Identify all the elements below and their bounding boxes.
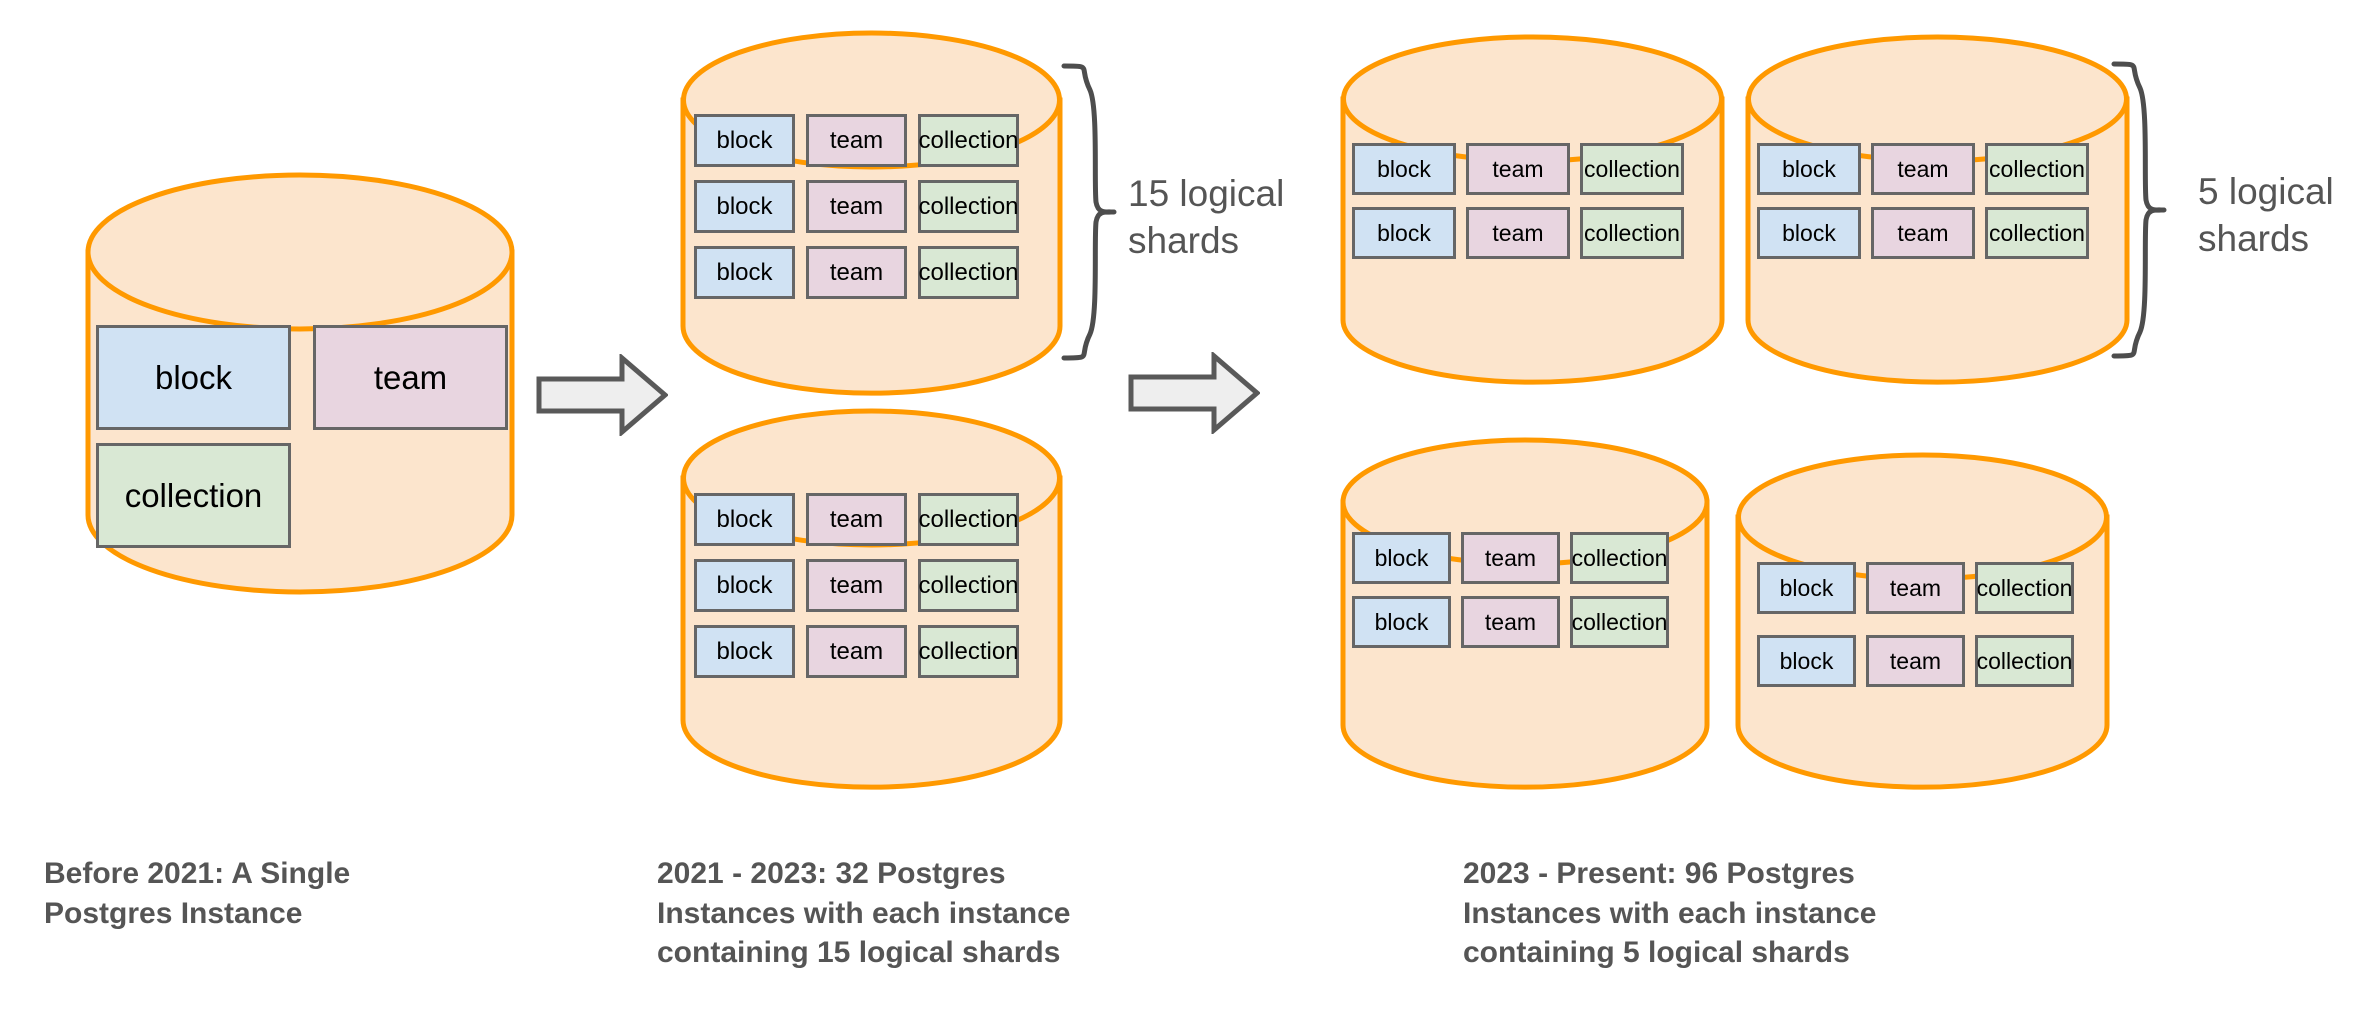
table-row: block team collection xyxy=(694,246,1019,299)
table-box-collection[interactable]: collection xyxy=(1580,207,1684,259)
table-row: block team collection xyxy=(1757,562,2074,614)
cylinder-stage3-instance4: block team collection block team collect… xyxy=(1735,452,2110,790)
table-row: block team collection xyxy=(1757,207,2089,259)
table-row: block team collection xyxy=(1352,143,1684,195)
annotation-line-2: shards xyxy=(1128,220,1240,262)
annotation-15-logical-shards: 15 logical shards xyxy=(1128,170,1328,265)
cylinder-tables: block team collection xyxy=(85,172,515,595)
table-row: block team collection xyxy=(694,493,1019,546)
cylinder-stage3-instance3: block team collection block team collect… xyxy=(1340,437,1710,790)
table-row: block team collection xyxy=(694,559,1019,612)
table-box-block[interactable]: block xyxy=(694,246,795,299)
table-box-team[interactable]: team xyxy=(806,493,907,546)
table-box-collection[interactable]: collection xyxy=(918,625,1019,678)
table-box-block[interactable]: block xyxy=(1352,532,1451,584)
cylinder-stage1-instance1: block team collection xyxy=(85,172,515,595)
table-box-team[interactable]: team xyxy=(1461,596,1560,648)
table-box-collection[interactable]: collection xyxy=(1570,596,1669,648)
table-box-collection[interactable]: collection xyxy=(918,180,1019,233)
table-box-collection[interactable]: collection xyxy=(1975,562,2074,614)
table-box-team[interactable]: team xyxy=(1866,562,1965,614)
cylinder-stage2-instance1: block team collection block team collect… xyxy=(680,30,1063,396)
arrow-stage2-to-stage3 xyxy=(1128,350,1261,436)
arrow-stage1-to-stage2 xyxy=(536,352,669,438)
caption-line-2: Instances with each instance xyxy=(657,896,1071,930)
table-box-block[interactable]: block xyxy=(1352,207,1456,259)
caption-stage-2: 2021 - 2023: 32 Postgres Instances with … xyxy=(657,854,1217,973)
table-box-team[interactable]: team xyxy=(806,246,907,299)
table-row: block team collection xyxy=(694,114,1019,167)
table-box-block[interactable]: block xyxy=(694,559,795,612)
table-row: block team collection xyxy=(1757,143,2089,195)
table-box-team[interactable]: team xyxy=(806,559,907,612)
table-row: collection xyxy=(96,443,291,548)
brace-5-shards xyxy=(2108,60,2170,360)
cylinder-tables: block team collection block team collect… xyxy=(1340,35,1725,385)
table-row: block team collection xyxy=(1757,635,2074,687)
table-row: block team collection xyxy=(694,180,1019,233)
table-box-team[interactable]: team xyxy=(1466,207,1570,259)
caption-line-1: 2021 - 2023: 32 Postgres xyxy=(657,857,1006,890)
annotation-line-1: 5 logical xyxy=(2198,171,2334,212)
table-box-team[interactable]: team xyxy=(806,114,907,167)
cylinder-tables: block team collection block team collect… xyxy=(680,30,1063,396)
table-box-team[interactable]: team xyxy=(1871,143,1975,195)
caption-line-2: Postgres Instance xyxy=(44,896,303,930)
caption-line-2: Instances with each instance xyxy=(1463,896,1877,930)
annotation-line-1: 15 logical xyxy=(1128,173,1285,214)
table-row: block team collection xyxy=(694,625,1019,678)
caption-line-1: 2023 - Present: 96 Postgres xyxy=(1463,857,1855,890)
table-box-team[interactable]: team xyxy=(1466,143,1570,195)
table-box-block[interactable]: block xyxy=(694,114,795,167)
table-box-team[interactable]: team xyxy=(1866,635,1965,687)
table-row: block team collection xyxy=(1352,207,1684,259)
table-box-collection[interactable]: collection xyxy=(918,493,1019,546)
table-box-block[interactable]: block xyxy=(1757,143,1861,195)
caption-stage-3: 2023 - Present: 96 Postgres Instances wi… xyxy=(1463,854,2043,973)
brace-15-shards xyxy=(1058,62,1120,362)
table-box-collection[interactable]: collection xyxy=(96,443,291,548)
cylinder-stage2-instance2: block team collection block team collect… xyxy=(680,408,1063,790)
cylinder-stage3-instance2: block team collection block team collect… xyxy=(1745,34,2130,385)
table-box-block[interactable]: block xyxy=(96,325,291,430)
table-box-collection[interactable]: collection xyxy=(918,114,1019,167)
caption-stage-1: Before 2021: A Single Postgres Instance xyxy=(44,854,464,933)
table-box-block[interactable]: block xyxy=(1757,207,1861,259)
table-box-block[interactable]: block xyxy=(1352,596,1451,648)
table-box-collection[interactable]: collection xyxy=(1985,207,2089,259)
caption-line-3: containing 5 logical shards xyxy=(1463,936,1850,970)
table-row: block team xyxy=(96,325,508,430)
table-row: block team collection xyxy=(1352,596,1669,648)
cylinder-stage3-instance1: block team collection block team collect… xyxy=(1340,34,1725,385)
table-box-team[interactable]: team xyxy=(806,625,907,678)
table-box-collection[interactable]: collection xyxy=(1975,635,2074,687)
table-box-collection[interactable]: collection xyxy=(1580,143,1684,195)
table-box-team[interactable]: team xyxy=(1871,207,1975,259)
table-box-block[interactable]: block xyxy=(1757,635,1856,687)
table-box-team[interactable]: team xyxy=(1461,532,1560,584)
table-box-collection[interactable]: collection xyxy=(918,246,1019,299)
table-box-collection[interactable]: collection xyxy=(1570,532,1669,584)
table-box-team[interactable]: team xyxy=(806,180,907,233)
table-box-collection[interactable]: collection xyxy=(1985,143,2089,195)
table-box-block[interactable]: block xyxy=(694,180,795,233)
table-box-block[interactable]: block xyxy=(1757,562,1856,614)
cylinder-tables: block team collection block team collect… xyxy=(1745,35,2130,385)
caption-line-3: containing 15 logical shards xyxy=(657,936,1061,970)
table-box-block[interactable]: block xyxy=(694,625,795,678)
cylinder-tables: block team collection block team collect… xyxy=(1340,440,1710,790)
table-box-team[interactable]: team xyxy=(313,325,508,430)
table-box-block[interactable]: block xyxy=(1352,143,1456,195)
table-row: block team collection xyxy=(1352,532,1669,584)
table-box-collection[interactable]: collection xyxy=(918,559,1019,612)
cylinder-tables: block team collection block team collect… xyxy=(1735,455,2110,790)
caption-line-1: Before 2021: A Single xyxy=(44,857,351,890)
table-box-block[interactable]: block xyxy=(694,493,795,546)
annotation-5-logical-shards: 5 logical shards xyxy=(2198,168,2374,263)
cylinder-tables: block team collection block team collect… xyxy=(680,408,1063,790)
annotation-line-2: shards xyxy=(2198,218,2310,260)
